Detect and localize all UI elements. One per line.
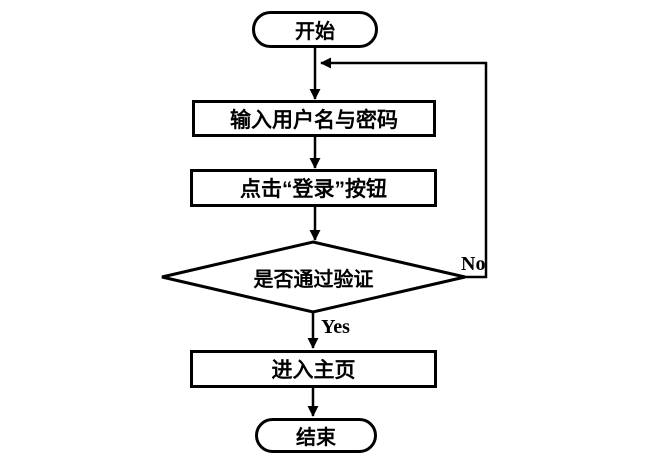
edge-no-return-loop <box>320 57 488 279</box>
node-input-credentials-label: 输入用户名与密码 <box>230 108 398 132</box>
node-end-label: 结束 <box>296 427 336 449</box>
node-enter-home-label: 进入主页 <box>271 359 356 382</box>
node-start: 开始 <box>252 11 378 48</box>
node-end: 结束 <box>255 418 377 453</box>
edge-label-yes: Yes <box>321 316 350 338</box>
node-decision-verify-label: 是否通过验证 <box>253 268 374 291</box>
node-click-login: 点击“登录”按钮 <box>190 169 437 207</box>
node-input-credentials: 输入用户名与密码 <box>192 100 436 137</box>
node-enter-home: 进入主页 <box>190 350 437 388</box>
edge-label-no: No <box>461 253 486 275</box>
decision-diamond-shape <box>161 240 466 314</box>
node-click-login-label: 点击“登录”按钮 <box>240 178 387 201</box>
node-start-label: 开始 <box>295 21 335 43</box>
node-decision-verify: 是否通过验证 <box>162 242 465 312</box>
